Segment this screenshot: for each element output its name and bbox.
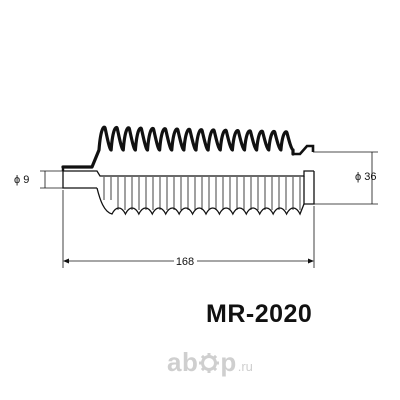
section-left-collar — [62, 171, 97, 189]
small-end-collar — [61, 165, 93, 171]
small-diameter-label: ϕ 9 — [14, 174, 29, 186]
bellows-section — [62, 170, 315, 216]
length-label: 168 — [176, 256, 194, 268]
length-arrowheads — [63, 258, 314, 264]
part-number: MR-2020 — [206, 300, 313, 328]
large-diameter-label: ϕ 36 — [355, 171, 376, 183]
length-dimension — [62, 190, 315, 268]
watermark-logo: ab p .ru — [167, 347, 253, 378]
arrowhead-left — [63, 258, 69, 264]
section-top-line — [63, 170, 314, 177]
small-diameter-dimension — [40, 170, 63, 189]
arrowhead-right — [308, 258, 314, 264]
large-diameter-dimension — [313, 151, 378, 205]
gear-icon — [199, 352, 220, 373]
watermark-text-start: ab — [167, 347, 199, 377]
section-right-end — [303, 171, 315, 205]
section-ribs — [103, 177, 301, 210]
large-end-flange — [293, 144, 315, 156]
watermark-text-end: p — [220, 347, 237, 377]
watermark-suffix: .ru — [237, 359, 253, 374]
section-bottom-profile — [96, 187, 305, 216]
bellows-outer-profile — [61, 125, 295, 169]
